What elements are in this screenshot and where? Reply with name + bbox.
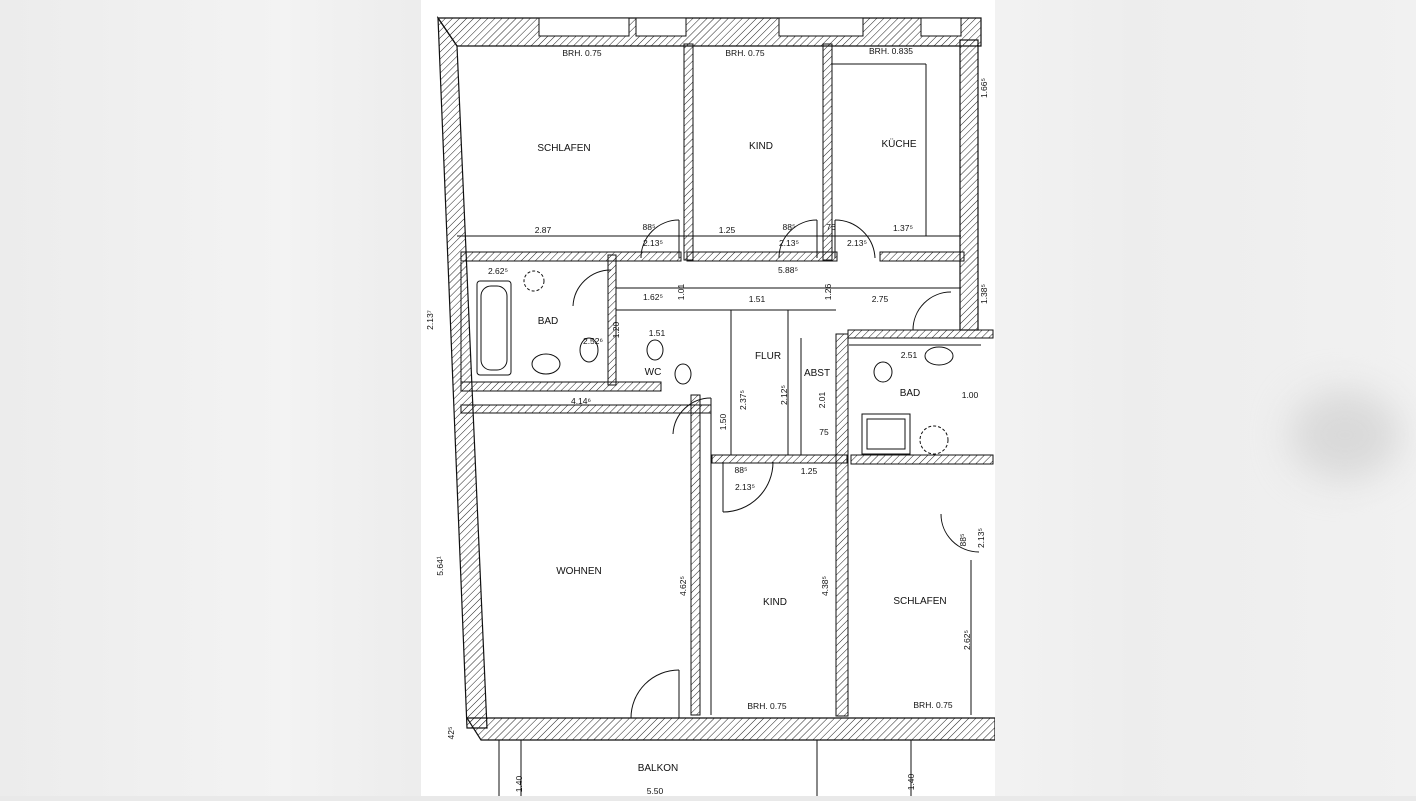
fixtures [476,270,954,455]
top-wall [436,17,982,47]
svg-text:2.75: 2.75 [872,294,889,304]
svg-text:2.87: 2.87 [535,225,552,235]
svg-text:5.64¹: 5.64¹ [435,556,445,576]
svg-text:BRH. 0.75: BRH. 0.75 [747,701,786,711]
svg-text:4.14⁶: 4.14⁶ [571,396,591,406]
parapet-labels: BRH. 0.75 BRH. 0.75 BRH. 0.835 BRH. 0.75… [562,46,952,711]
wc-basin-icon [646,339,664,361]
bathtub-icon [476,280,512,376]
room-wc: WC [645,367,662,378]
svg-text:2.01: 2.01 [817,391,827,408]
svg-text:1.01: 1.01 [676,283,686,300]
floor-plan-drawing: SCHLAFEN KIND KÜCHE BAD WC FLUR ABST BAD… [425,15,996,796]
svg-text:1.62⁵: 1.62⁵ [643,292,663,302]
floor-plan-sheet: SCHLAFEN KIND KÜCHE BAD WC FLUR ABST BAD… [421,0,996,796]
svg-text:1.00: 1.00 [962,390,979,400]
svg-text:76: 76 [826,222,836,232]
svg-text:BRH. 0.75: BRH. 0.75 [562,48,601,58]
svg-text:5.88⁵: 5.88⁵ [778,265,798,275]
svg-text:1.40: 1.40 [906,773,916,790]
svg-text:2.13⁵: 2.13⁵ [847,238,867,248]
toilet-icon [579,337,599,363]
svg-text:5.50: 5.50 [647,786,664,796]
svg-text:2.13⁵: 2.13⁵ [976,528,986,548]
svg-text:88⁵: 88⁵ [958,534,968,547]
svg-text:4.62⁵: 4.62⁵ [678,576,688,596]
room-schlafen-top: SCHLAFEN [537,143,590,154]
svg-text:2.52⁶: 2.52⁶ [583,336,603,346]
room-labels: SCHLAFEN KIND KÜCHE BAD WC FLUR ABST BAD… [537,138,946,774]
svg-text:88⁵: 88⁵ [735,465,748,475]
svg-text:1.20: 1.20 [611,321,621,338]
room-wohnen: WOHNEN [556,566,602,577]
room-kind-bottom: KIND [763,597,787,608]
svg-text:1.25: 1.25 [801,466,818,476]
svg-text:BRH. 0.75: BRH. 0.75 [913,700,952,710]
room-kueche: KÜCHE [881,138,916,150]
room-kind-top: KIND [749,141,773,152]
drain-icon [523,270,545,292]
svg-text:BRH. 0.75: BRH. 0.75 [725,48,764,58]
svg-text:75: 75 [819,427,829,437]
room-abst: ABST [804,368,830,379]
right-washbasin-icon [924,346,954,366]
svg-text:2.37⁵: 2.37⁵ [738,390,748,410]
svg-text:2.51: 2.51 [901,350,918,360]
right-toilet-icon [873,361,893,383]
washer-icon [919,425,949,455]
room-schlafen-bottom: SCHLAFEN [893,596,946,607]
dimension-labels: 2.87 88⁵ 2.13⁵ 1.25 88⁵ 2.13⁵ 76 2.13⁵ 1… [425,78,989,796]
svg-text:1.66⁵: 1.66⁵ [979,78,989,98]
svg-text:2.13⁵: 2.13⁵ [735,482,755,492]
room-outlines [457,63,981,796]
shower-tray-icon [861,413,911,455]
svg-text:1.37⁵: 1.37⁵ [893,223,913,233]
svg-text:1.26: 1.26 [823,283,833,300]
room-bad-right: BAD [900,388,921,399]
svg-text:2.13⁷: 2.13⁷ [425,310,435,330]
room-balkon: BALKON [638,763,679,774]
svg-text:2.13⁵: 2.13⁵ [643,238,663,248]
interior-walls [460,43,994,717]
svg-text:1.40: 1.40 [514,775,524,792]
svg-text:88⁵: 88⁵ [783,222,796,232]
svg-text:1.38⁵: 1.38⁵ [979,284,989,304]
svg-text:2.62⁵: 2.62⁵ [962,630,972,650]
exterior-walls [436,15,996,741]
left-wall [437,15,488,729]
svg-text:1.51: 1.51 [749,294,766,304]
svg-text:1.51: 1.51 [649,328,666,338]
svg-text:1.25: 1.25 [719,225,736,235]
svg-text:88⁵: 88⁵ [643,222,656,232]
svg-text:BRH. 0.835: BRH. 0.835 [869,46,913,56]
bottom-wall [465,717,996,741]
svg-text:2.13⁵: 2.13⁵ [779,238,799,248]
top-windows [538,17,962,37]
room-flur: FLUR [755,351,781,362]
right-wall-upper [959,39,979,331]
room-bad-left: BAD [538,316,559,327]
svg-text:2.62⁵: 2.62⁵ [488,266,508,276]
washbasin-icon [531,353,561,375]
wc-toilet-icon [674,363,692,385]
svg-text:2.12⁵: 2.12⁵ [779,385,789,405]
svg-text:42⁵: 42⁵ [446,727,456,740]
door-swings [572,219,980,719]
backdrop-shadow [1290,390,1400,480]
svg-text:4.38⁵: 4.38⁵ [820,576,830,596]
svg-text:1.50: 1.50 [718,413,728,430]
